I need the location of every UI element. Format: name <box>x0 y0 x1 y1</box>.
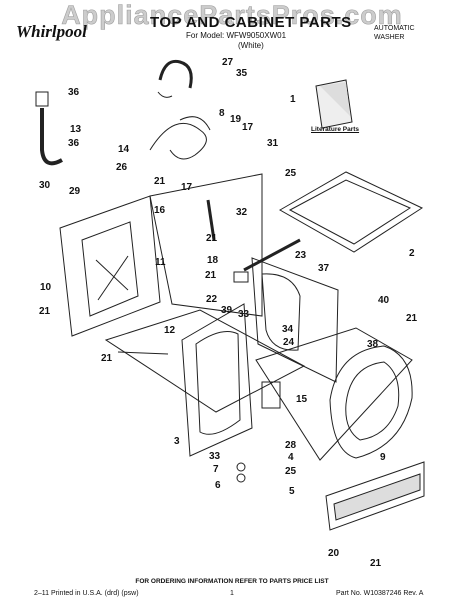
hose-clamp-part <box>157 59 193 98</box>
callout-2: 2 <box>409 248 415 259</box>
inlet-hose-part <box>35 91 63 166</box>
callout-33: 33 <box>238 309 250 320</box>
callout-21f: 21 <box>101 353 113 364</box>
top-panel-part <box>278 171 424 253</box>
callout-40: 40 <box>378 295 390 306</box>
callout-18: 18 <box>207 255 219 266</box>
literature-label: Literature Parts <box>311 126 360 133</box>
callout-8: 8 <box>219 108 225 119</box>
callout-10: 10 <box>40 282 52 293</box>
callout-26: 26 <box>116 162 128 173</box>
tub-part <box>251 257 339 383</box>
wire-harness-part <box>149 116 211 160</box>
callout-23: 23 <box>295 250 307 261</box>
callout-28: 28 <box>285 440 297 451</box>
callout-5: 5 <box>289 486 295 497</box>
model-line: For Model: WFW9050XW01 <box>186 31 287 40</box>
footer-print-info: 2–11 Printed in U.S.A. (drd) (psw) <box>34 590 139 597</box>
rear-panel-part <box>59 195 161 337</box>
callout-38: 38 <box>367 339 379 350</box>
callout-29: 29 <box>69 186 81 197</box>
front-panel-part <box>181 303 253 457</box>
callout-21e: 21 <box>406 313 418 324</box>
callout-36: 36 <box>68 87 80 98</box>
callout-25b: 25 <box>285 466 297 477</box>
callout-34: 34 <box>282 324 294 335</box>
callout-21: 21 <box>154 176 166 187</box>
page-title: TOP AND CABINET PARTS <box>150 14 352 31</box>
callout-39: 39 <box>221 305 233 316</box>
callout-9: 9 <box>380 452 386 463</box>
side-panel-left-part <box>149 173 263 317</box>
callout-13: 13 <box>70 124 82 135</box>
callout-11: 11 <box>155 257 166 268</box>
callout-21b: 21 <box>206 233 218 244</box>
callout-7: 7 <box>213 464 219 475</box>
callout-21g: 21 <box>370 558 382 569</box>
product-type-line-2: WASHER <box>374 34 405 41</box>
callout-6: 6 <box>215 480 221 491</box>
callout-19: 19 <box>230 114 242 125</box>
callout-30: 30 <box>39 180 51 191</box>
callout-24: 24 <box>283 337 295 348</box>
toe-panel-part <box>325 461 425 531</box>
callout-21d: 21 <box>39 306 51 317</box>
callout-20: 20 <box>328 548 340 559</box>
callout-14: 14 <box>118 144 130 155</box>
product-type-line-1: AUTOMATIC <box>374 25 415 32</box>
literature-booklet <box>315 79 353 129</box>
base-frame-part <box>104 309 306 413</box>
callout-17: 17 <box>242 122 254 133</box>
front-cabinet-part <box>255 327 413 461</box>
small-parts <box>206 199 301 483</box>
callout-27: 27 <box>222 57 234 68</box>
brand-logo: Whirlpool <box>16 22 87 41</box>
callout-33b: 33 <box>209 451 221 462</box>
callout-25: 25 <box>285 168 297 179</box>
callout-4: 4 <box>288 452 294 463</box>
callout-16: 16 <box>154 205 166 216</box>
footer-page-number: 1 <box>230 590 234 597</box>
callout-31: 31 <box>267 138 279 149</box>
callout-12: 12 <box>164 325 176 336</box>
ordering-info: FOR ORDERING INFORMATION REFER TO PARTS … <box>135 578 329 585</box>
color-line: (White) <box>238 41 264 50</box>
callout-21c: 21 <box>205 270 217 281</box>
callout-3: 3 <box>174 436 180 447</box>
callout-22: 22 <box>206 294 218 305</box>
callout-35: 35 <box>236 68 248 79</box>
callout-1: 1 <box>290 94 296 105</box>
callout-37: 37 <box>318 263 330 274</box>
watermark: AppliancePartsPros.com <box>61 0 403 30</box>
callout-36b: 36 <box>68 138 80 149</box>
callout-15: 15 <box>296 394 308 405</box>
callout-17b: 17 <box>181 182 193 193</box>
footer-part-number: Part No. W10387246 Rev. A <box>336 590 424 597</box>
callout-32: 32 <box>236 207 248 218</box>
product-type: AUTOMATIC WASHER <box>374 24 415 42</box>
